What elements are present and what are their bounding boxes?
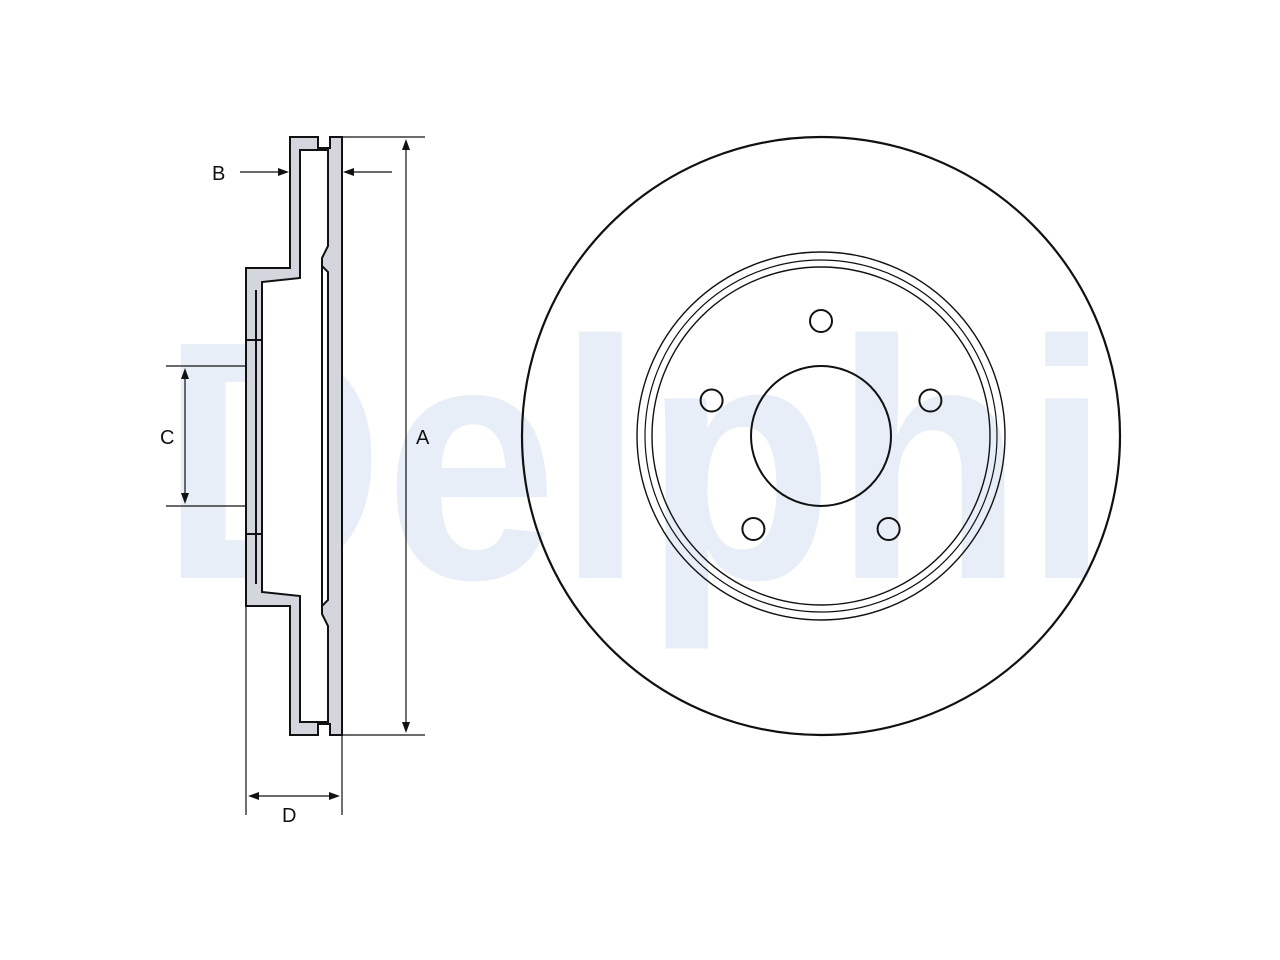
dim-b-label: B	[212, 163, 225, 185]
dim-b-arrow-right	[343, 168, 354, 176]
bolt-hole	[741, 517, 766, 541]
dim-d-label: D	[282, 805, 296, 827]
dim-a-arrow-bottom	[402, 722, 410, 733]
dim-d-arrow-left	[248, 792, 259, 800]
bolt-hole	[918, 388, 943, 413]
bolt-holes	[699, 309, 943, 541]
bolt-hole	[809, 309, 833, 333]
dim-b-arrow-left	[278, 168, 289, 176]
hat-ring-3	[651, 266, 991, 606]
center-bore	[750, 365, 892, 507]
dim-c-label: C	[160, 427, 174, 449]
hat-ring-2	[644, 259, 998, 613]
dim-d-arrow-right	[329, 792, 340, 800]
side-section-view	[166, 136, 425, 815]
bolt-hole	[876, 517, 901, 541]
dim-a-arrow-top	[402, 139, 410, 150]
front-view	[520, 135, 1122, 737]
disc-outer-edge	[520, 135, 1122, 737]
dim-a-label: A	[416, 427, 430, 449]
hat-outer-ring	[636, 251, 1006, 621]
bolt-hole	[699, 388, 724, 413]
dim-c-arrow-top	[181, 368, 189, 379]
dim-c-arrow-bottom	[181, 493, 189, 504]
